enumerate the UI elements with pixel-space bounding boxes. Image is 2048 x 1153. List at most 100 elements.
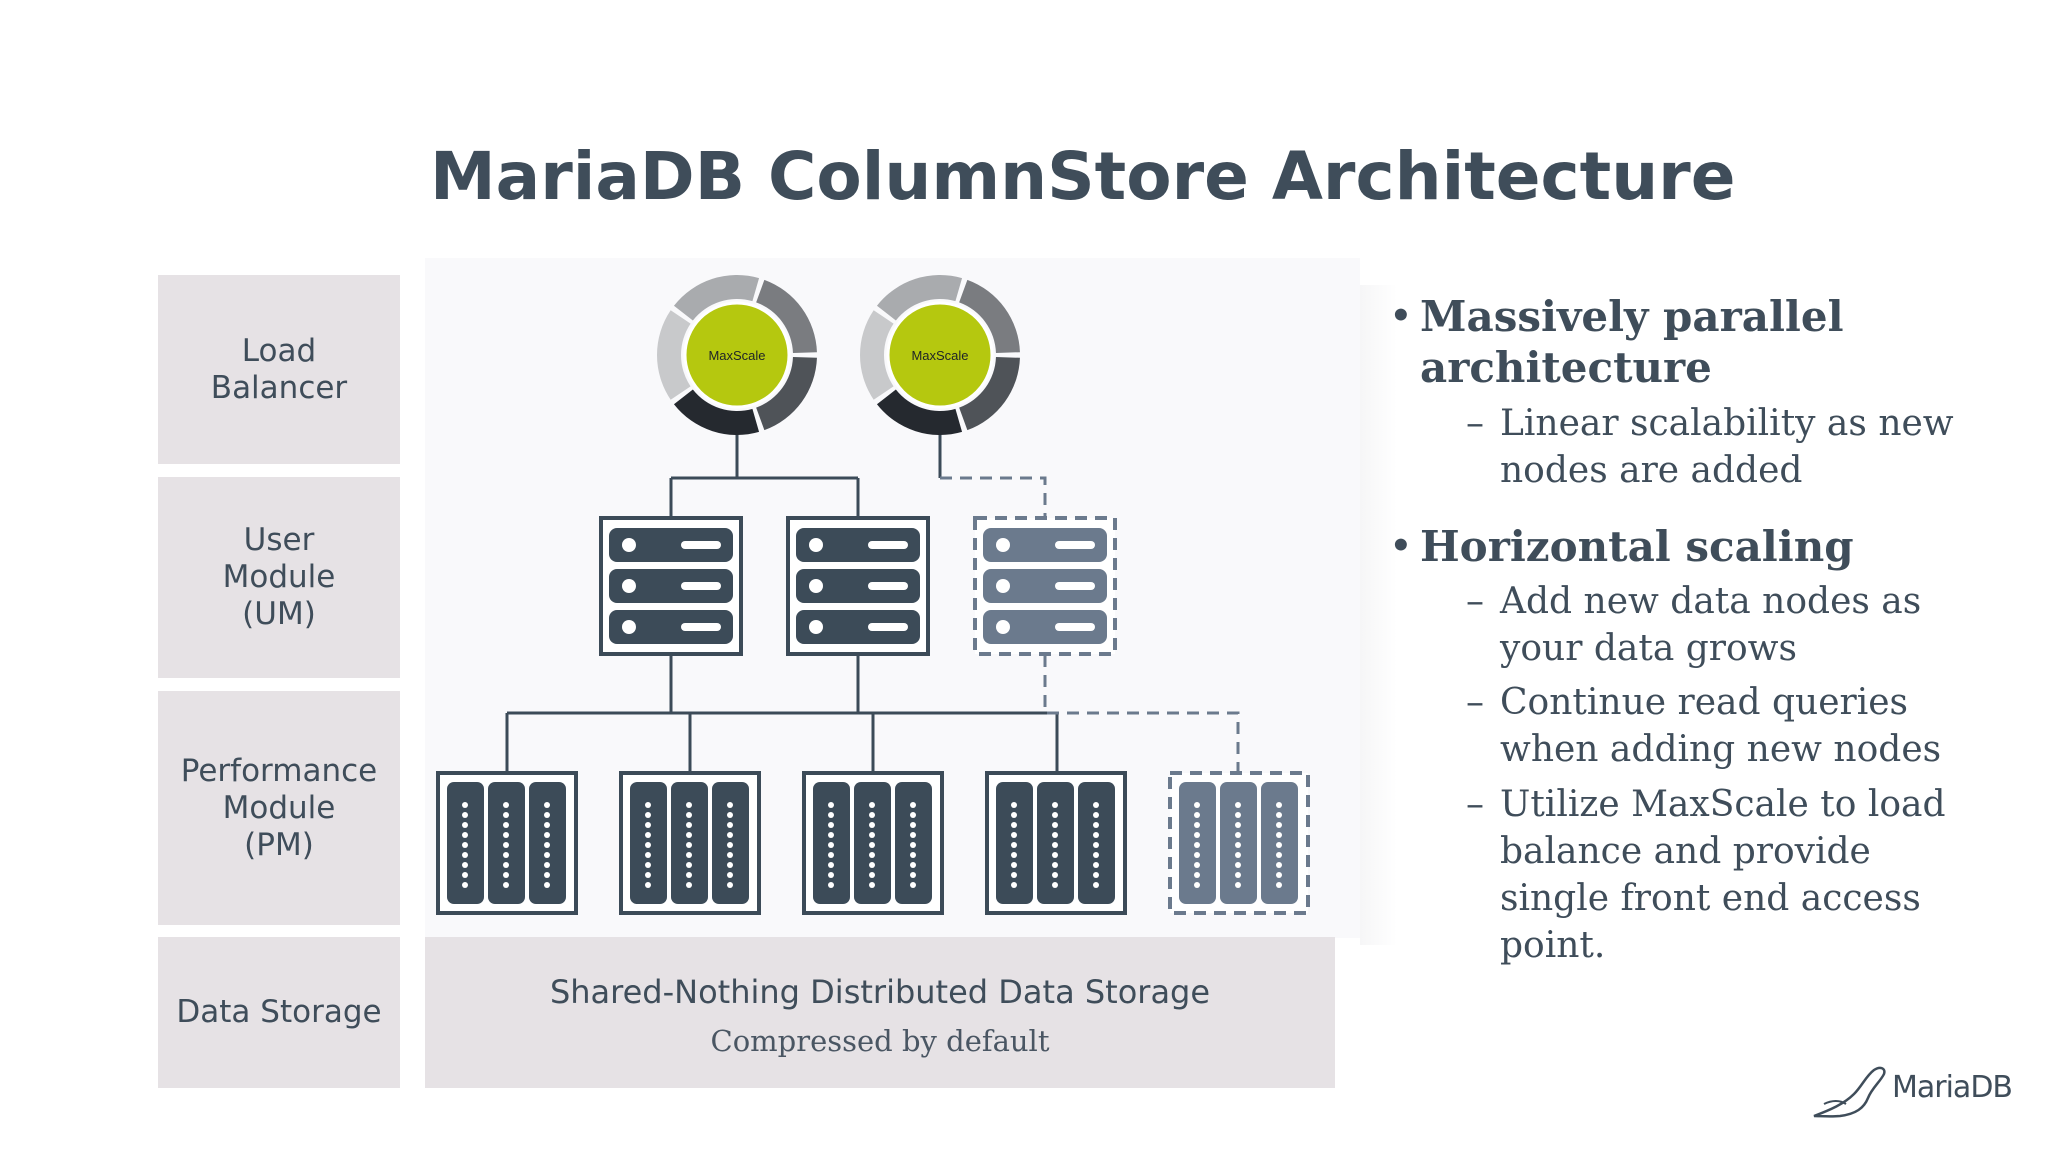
storage-title: Shared-Nothing Distributed Data Storage (549, 973, 1211, 1011)
server-led (1276, 852, 1282, 858)
server-led (809, 538, 823, 552)
maxscale-segment (657, 310, 691, 400)
server-led (503, 812, 509, 818)
server-led (1194, 872, 1200, 878)
server-led (727, 842, 733, 848)
server-led (727, 832, 733, 838)
server-led (645, 882, 651, 888)
server-led (462, 802, 468, 808)
server-led (1235, 822, 1241, 828)
server-led (645, 862, 651, 868)
um-server (599, 516, 743, 656)
maxscale-core (683, 301, 791, 409)
server-led (686, 812, 692, 818)
server-led (1011, 872, 1017, 878)
connector-lines (505, 430, 1059, 772)
bullet-dot: • (1390, 526, 1412, 566)
server-slot (796, 528, 920, 562)
layer-label-text: User Module (UM) (222, 522, 336, 632)
server-led (1052, 842, 1058, 848)
server-led (462, 832, 468, 838)
server-slot (983, 569, 1107, 603)
server-slot (983, 610, 1107, 644)
server-led (910, 852, 916, 858)
server-led (828, 872, 834, 878)
server-slot (609, 569, 733, 603)
bullet-text: Horizontal scaling (1420, 522, 1854, 571)
server-led (1093, 862, 1099, 868)
server-led (1052, 832, 1058, 838)
server-led (544, 872, 550, 878)
server-led (727, 822, 733, 828)
layer-label-performance-module: Performance Module (PM) (158, 691, 400, 925)
server-led (462, 842, 468, 848)
logo-text: MariaDB (1892, 1070, 2013, 1105)
maxscale-node: MaxScale (657, 275, 817, 435)
server-led (1194, 862, 1200, 868)
server-led (1276, 802, 1282, 808)
maxscale-core (886, 301, 994, 409)
server-led (809, 579, 823, 593)
server-led (1235, 862, 1241, 868)
server-led (727, 802, 733, 808)
server-led (1093, 852, 1099, 858)
server-led (1194, 802, 1200, 808)
server-led (869, 862, 875, 868)
server-led (686, 832, 692, 838)
server-led (503, 842, 509, 848)
server-led (1194, 812, 1200, 818)
server-led (462, 812, 468, 818)
maxscale-segment (959, 356, 1020, 431)
connector-um1-pm (505, 655, 1059, 772)
server-led (828, 862, 834, 868)
server-led (1194, 852, 1200, 858)
server-led (1052, 802, 1058, 808)
server-led (809, 620, 823, 634)
server-led (544, 802, 550, 808)
bullet-text: Massively parallel architecture (1420, 292, 1844, 392)
server-led (622, 579, 636, 593)
bullet-panel: • Massively parallel architecture – Line… (1360, 285, 1980, 966)
um-server-new (973, 516, 1117, 656)
server-led (869, 882, 875, 888)
um-server (786, 516, 930, 656)
server-led (828, 812, 834, 818)
bullet-item: • Horizontal scaling (1390, 521, 1940, 572)
server-led (869, 802, 875, 808)
server-led (828, 832, 834, 838)
server-led (828, 802, 834, 808)
server-led (544, 862, 550, 868)
layer-label-text: Load Balancer (210, 332, 348, 406)
maxscale-label: MaxScale (708, 348, 765, 363)
bullet-sub-text: Linear scalability as new nodes are adde… (1500, 403, 1954, 491)
server-led (503, 862, 509, 868)
server-led (1011, 862, 1017, 868)
server-led (1011, 822, 1017, 828)
server-led (503, 852, 509, 858)
server-led (869, 822, 875, 828)
layer-label-text: Performance Module (PM) (180, 752, 378, 863)
pm-server-new (1168, 771, 1310, 915)
server-led (645, 822, 651, 828)
server-led (686, 872, 692, 878)
server-led (1011, 852, 1017, 858)
server-led (503, 822, 509, 828)
maxscale-segment (673, 275, 760, 321)
storage-subtitle: Compressed by default (710, 1024, 1050, 1058)
server-led (462, 882, 468, 888)
server-led (1011, 882, 1017, 888)
server-led (1093, 872, 1099, 878)
server-led (503, 872, 509, 878)
server-bar (681, 541, 721, 549)
server-bar (681, 582, 721, 590)
server-led (1093, 812, 1099, 818)
pm-server (619, 771, 761, 915)
server-led (910, 802, 916, 808)
server-led (1194, 832, 1200, 838)
performance-module-servers (436, 771, 1310, 915)
maxscale-segment (959, 279, 1020, 354)
connector-maxscale1-um (669, 430, 860, 518)
server-led (910, 842, 916, 848)
maxscale-segment (860, 310, 894, 400)
